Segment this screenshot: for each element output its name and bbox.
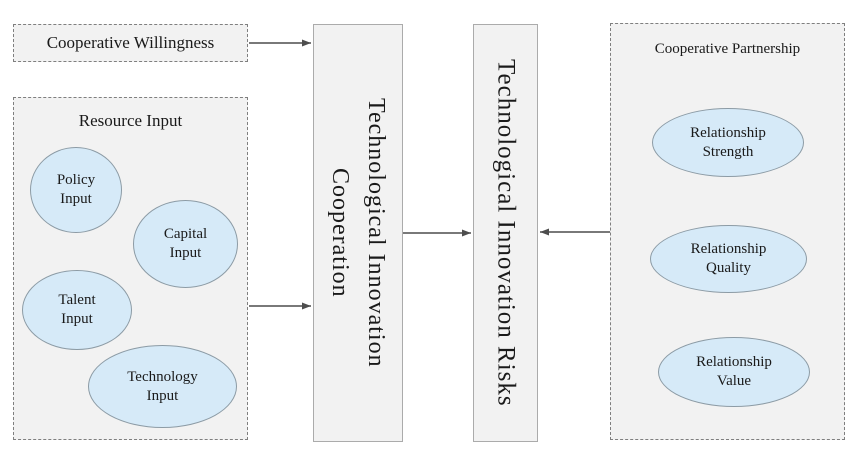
talent-input-label: Talent Input xyxy=(58,292,96,327)
relationship-quality-label: Relationship Quality xyxy=(690,241,767,276)
cooperative-willingness-label: Cooperative Willingness xyxy=(46,33,215,52)
cooperative-partnership-title: Cooperative Partnership xyxy=(654,41,801,57)
technological-innovation-risks-label: Technological Innovation Risks xyxy=(492,59,520,407)
capital-input-label: Capital Input xyxy=(163,226,208,261)
technological-innovation-cooperation-box: Technological Innovation Cooperation xyxy=(313,24,403,442)
relationship-strength-label: Relationship Strength xyxy=(690,124,766,160)
policy-input-label: Policy Input xyxy=(56,172,96,207)
cooperative-willingness-box: Cooperative Willingness xyxy=(13,24,248,62)
relationship-value-label: Relationship Value xyxy=(696,354,772,389)
technological-innovation-cooperation-label: Technological Innovation Cooperation xyxy=(327,98,389,368)
resource-input-title: Resource Input xyxy=(78,111,183,130)
ellipse-capital-input: Capital Input xyxy=(133,200,238,288)
ellipse-technology-input: Technology Input xyxy=(88,345,237,428)
technology-input-label: Technology Input xyxy=(127,368,198,404)
ellipse-relationship-strength: Relationship Strength xyxy=(652,108,804,177)
technological-innovation-risks-box: Technological Innovation Risks xyxy=(473,24,538,442)
ellipse-relationship-quality: Relationship Quality xyxy=(650,225,807,293)
ellipse-relationship-value: Relationship Value xyxy=(658,337,810,407)
ellipse-policy-input: Policy Input xyxy=(30,147,122,233)
ellipse-talent-input: Talent Input xyxy=(22,270,132,350)
